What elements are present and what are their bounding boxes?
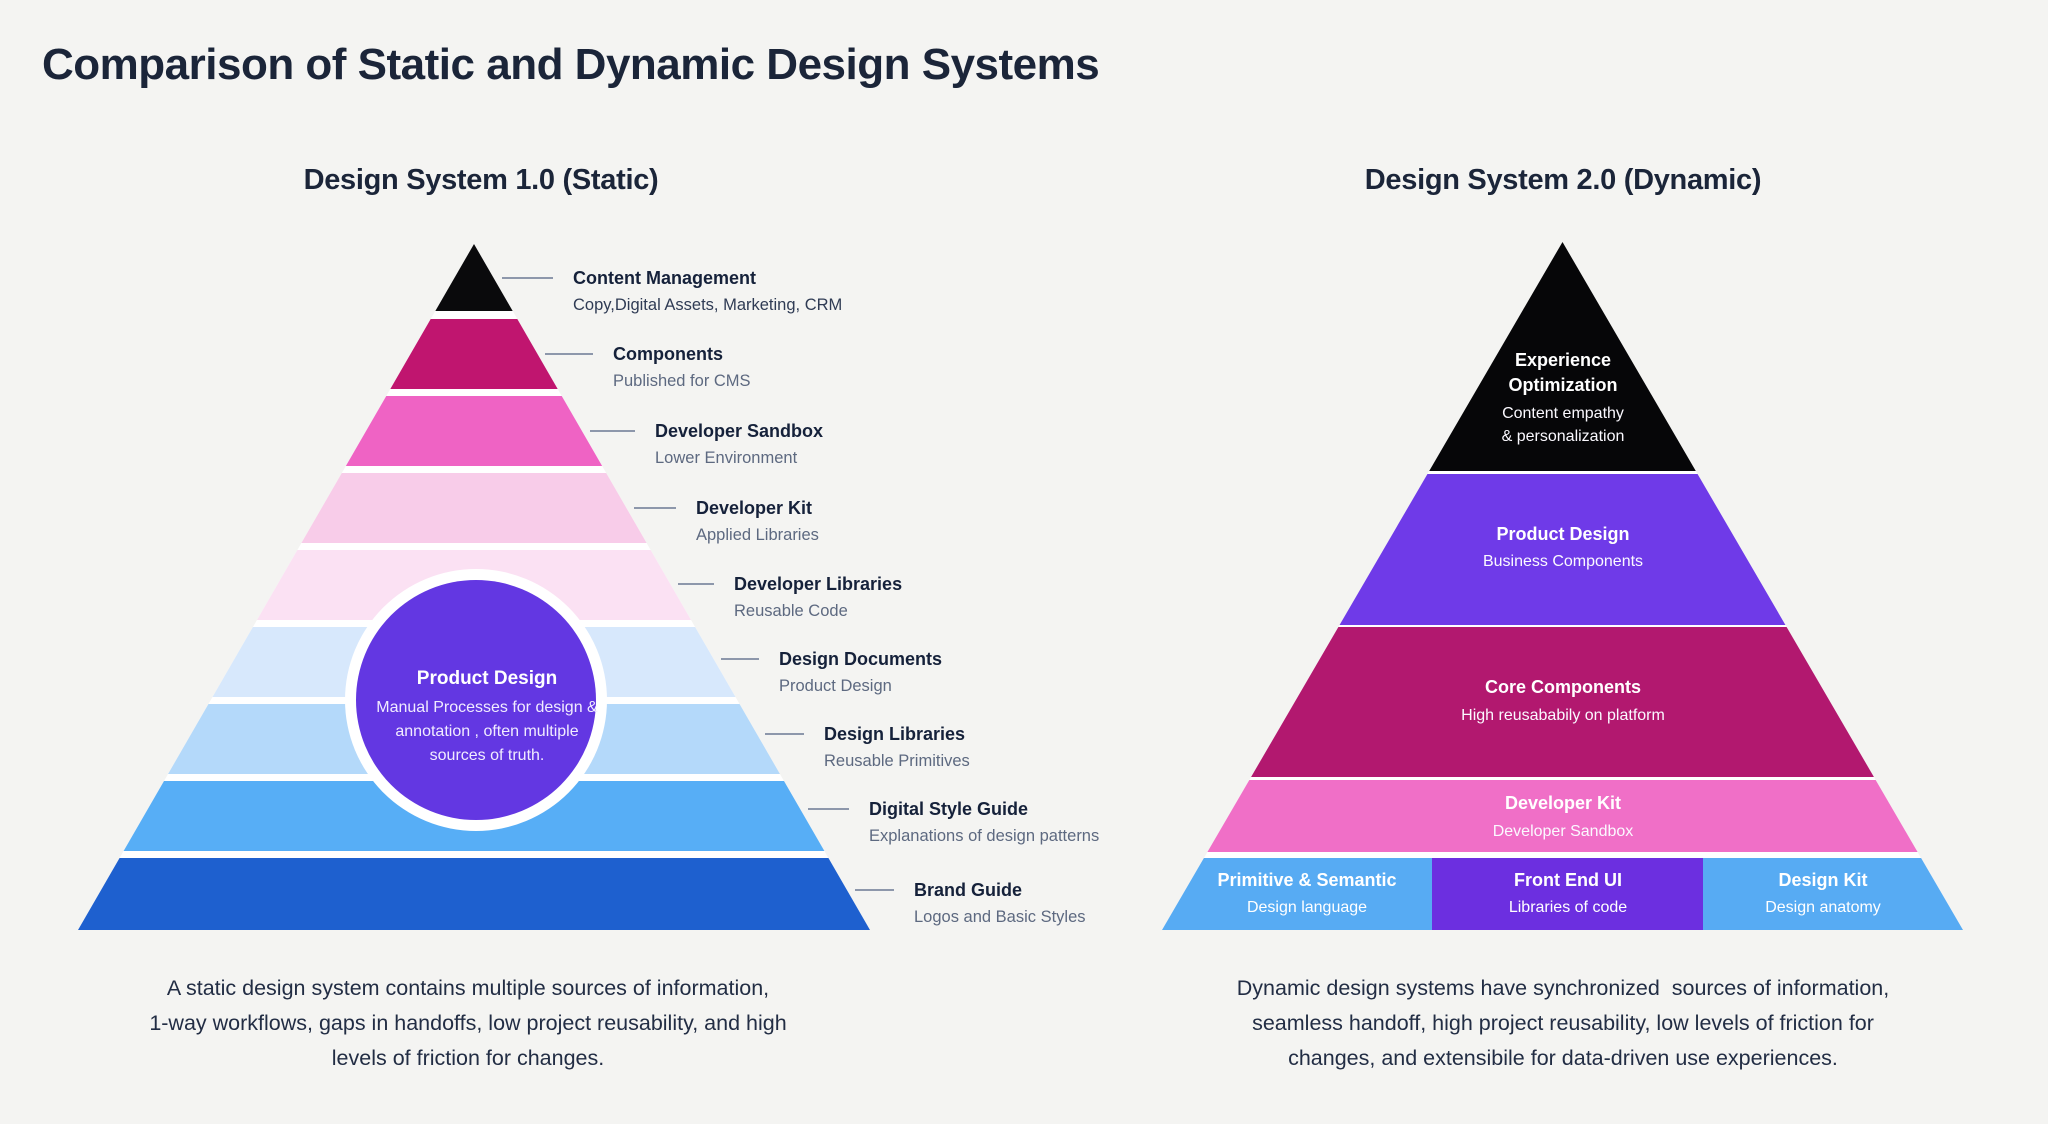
label-connector-line — [854, 889, 894, 891]
pyramid-layer — [78, 319, 870, 389]
layer-sublabel: Reusable Code — [734, 602, 848, 620]
bottom-cell-title: Front End UI — [1514, 870, 1622, 890]
caption-line: levels of friction for changes. — [331, 1046, 605, 1070]
left-pyramid-heading: Design System 1.0 (Static) — [303, 164, 659, 196]
layer-sublabel: Copy,Digital Assets, Marketing, CRM — [573, 296, 843, 314]
dynamic-caption: Dynamic design systems have synchronized… — [1163, 971, 1963, 1076]
layer-label: Design Libraries — [824, 724, 966, 744]
circle-text-line: sources of truth. — [429, 747, 545, 764]
product-design-circle-fill: Product Design Manual Processes for desi… — [356, 580, 598, 820]
label-connector-line — [678, 583, 714, 585]
layer-title: Product Design — [1496, 524, 1630, 544]
layer-label: Components — [613, 344, 723, 364]
layer-title: Core Components — [1484, 677, 1641, 697]
layer-subtitle: Business Components — [1482, 553, 1644, 570]
bottom-row-middle-segment — [1432, 858, 1703, 930]
bottom-cell-subtitle: Design language — [1246, 899, 1368, 916]
layer-label: Content Management — [573, 268, 757, 288]
layer-title: Experience — [1514, 350, 1612, 370]
label-connector-line — [634, 507, 676, 509]
layer-subtitle: Content empathy — [1502, 405, 1624, 422]
bottom-cell-title: Design Kit — [1778, 870, 1868, 890]
label-connector-line — [764, 733, 804, 735]
pyramid-layer — [1162, 627, 1963, 777]
layer-sublabel: Product Design — [779, 677, 892, 695]
layer-sublabel: Published for CMS — [613, 372, 751, 390]
page-title: Comparison of Static and Dynamic Design … — [42, 40, 1100, 89]
label-connector-line — [808, 808, 849, 810]
pyramid-layer — [78, 858, 870, 930]
product-design-circle: Product Design Manual Processes for desi… — [345, 569, 607, 831]
layer-sublabel: Lower Environment — [655, 449, 798, 467]
layer-sublabel: Reusable Primitives — [824, 752, 970, 770]
layer-label: Developer Libraries — [734, 574, 903, 594]
layer-label: Design Documents — [779, 649, 943, 669]
bottom-cell-title: Primitive & Semantic — [1217, 870, 1397, 890]
layer-label: Developer Sandbox — [655, 421, 824, 441]
layer-title: Developer Kit — [1504, 793, 1622, 813]
right-pyramid-heading: Design System 2.0 (Dynamic) — [1364, 164, 1762, 196]
bottom-cell-subtitle: Libraries of code — [1508, 899, 1628, 916]
layer-subtitle: Developer Sandbox — [1492, 823, 1634, 840]
caption-line: Dynamic design systems have synchronized… — [1236, 976, 1890, 1000]
label-connector-line — [501, 277, 553, 279]
circle-text-line: Manual Processes for design & — [376, 699, 598, 716]
static-caption: A static design system contains multiple… — [68, 971, 868, 1076]
label-connector-line — [589, 430, 635, 432]
layer-label: Developer Kit — [696, 498, 813, 518]
caption-line: A static design system contains multiple… — [166, 976, 770, 1000]
layer-subtitle: & personalization — [1501, 428, 1625, 445]
label-connector-line — [545, 353, 593, 355]
pyramid-layer — [1162, 780, 1963, 852]
layer-sublabel: Logos and Basic Styles — [914, 908, 1086, 926]
bottom-cell-subtitle: Design anatomy — [1765, 899, 1881, 916]
layer-label: Brand Guide — [914, 880, 1023, 900]
caption-line: 1-way workflows, gaps in handoffs, low p… — [149, 1011, 787, 1035]
layer-sublabel: Explanations of design patterns — [869, 827, 1100, 845]
layer-title: Optimization — [1508, 375, 1618, 395]
layer-sublabel: Applied Libraries — [696, 526, 819, 544]
label-connector-line — [721, 658, 759, 660]
circle-text-line: annotation , often multiple — [395, 723, 579, 740]
layer-subtitle: High reusababily on platform — [1461, 707, 1665, 724]
caption-line: seamless handoff, high project reusabili… — [1252, 1011, 1874, 1035]
layer-label: Digital Style Guide — [869, 799, 1029, 819]
caption-line: changes, and extensibile for data-driven… — [1288, 1046, 1838, 1070]
circle-title: Product Design — [416, 668, 558, 689]
